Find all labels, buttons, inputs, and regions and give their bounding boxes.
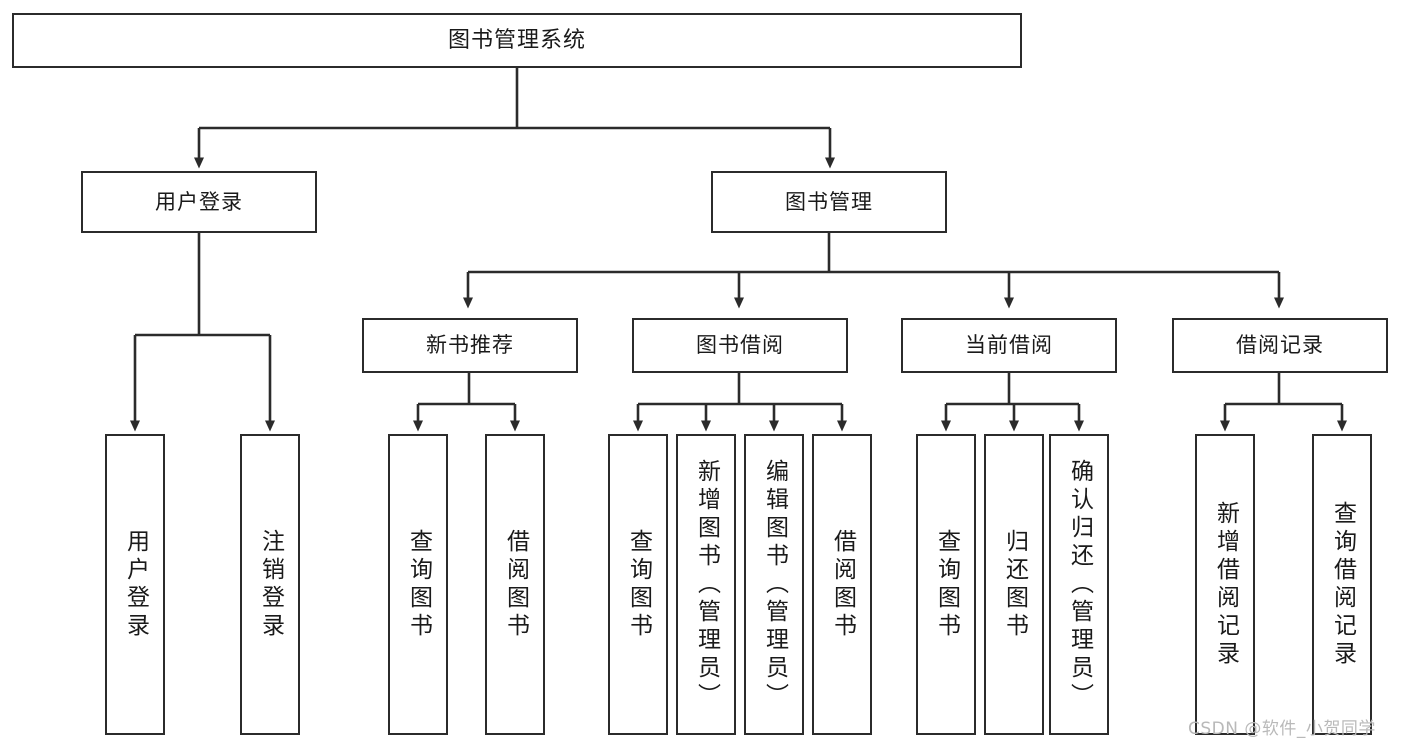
node-label: 新书推荐 xyxy=(426,333,514,358)
node-root-book-management-system[interactable]: 图书管理系统 xyxy=(12,13,1022,68)
node-label: 查询借阅记录 xyxy=(1329,500,1356,669)
node-label: 编辑图书（管理员） xyxy=(761,458,788,711)
leaf-user-login-login[interactable]: 用户登录 xyxy=(105,434,165,735)
leaf-book-borrow-query-book[interactable]: 查询图书 xyxy=(608,434,668,735)
node-label: 查询图书 xyxy=(933,528,960,641)
node-label: 借阅记录 xyxy=(1236,333,1324,358)
csdn-watermark: CSDN @软件_小贺同学 xyxy=(1188,719,1376,739)
node-label: 图书管理系统 xyxy=(447,27,586,53)
node-label: 查询图书 xyxy=(625,528,652,641)
leaf-book-borrow-borrow-book[interactable]: 借阅图书 xyxy=(812,434,872,735)
leaf-borrow-record-add-record[interactable]: 新增借阅记录 xyxy=(1195,434,1255,735)
node-label: 新增图书（管理员） xyxy=(693,458,720,711)
node-label: 借阅图书 xyxy=(829,528,856,641)
leaf-current-borrow-query-book[interactable]: 查询图书 xyxy=(916,434,976,735)
node-label: 用户登录 xyxy=(122,528,149,641)
leaf-book-borrow-add-book-admin[interactable]: 新增图书（管理员） xyxy=(676,434,736,735)
node-label: 查询图书 xyxy=(405,528,432,641)
node-book-borrow[interactable]: 图书借阅 xyxy=(632,318,848,373)
node-current-borrow[interactable]: 当前借阅 xyxy=(901,318,1117,373)
leaf-new-book-borrow-book[interactable]: 借阅图书 xyxy=(485,434,545,735)
node-user-login[interactable]: 用户登录 xyxy=(81,171,317,233)
node-new-book-recommend[interactable]: 新书推荐 xyxy=(362,318,578,373)
node-label: 当前借阅 xyxy=(965,333,1053,358)
leaf-new-book-query-book[interactable]: 查询图书 xyxy=(388,434,448,735)
node-label: 注销登录 xyxy=(257,528,284,641)
leaf-book-borrow-edit-book-admin[interactable]: 编辑图书（管理员） xyxy=(744,434,804,735)
node-label: 图书借阅 xyxy=(696,333,784,358)
node-borrow-record[interactable]: 借阅记录 xyxy=(1172,318,1388,373)
leaf-current-borrow-return-book[interactable]: 归还图书 xyxy=(984,434,1044,735)
node-label: 归还图书 xyxy=(1001,528,1028,641)
node-book-management[interactable]: 图书管理 xyxy=(711,171,947,233)
leaf-current-borrow-confirm-return-admin[interactable]: 确认归还（管理员） xyxy=(1049,434,1109,735)
node-label: 新增借阅记录 xyxy=(1212,500,1239,669)
node-label: 用户登录 xyxy=(155,189,243,214)
node-label: 确认归还（管理员） xyxy=(1066,458,1093,711)
leaf-borrow-record-query-record[interactable]: 查询借阅记录 xyxy=(1312,434,1372,735)
node-label: 借阅图书 xyxy=(502,528,529,641)
node-label: 图书管理 xyxy=(785,189,873,214)
leaf-user-login-logout[interactable]: 注销登录 xyxy=(240,434,300,735)
